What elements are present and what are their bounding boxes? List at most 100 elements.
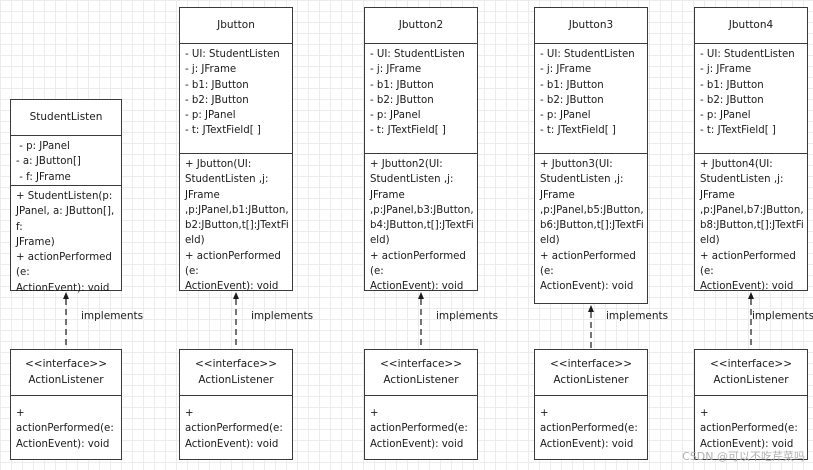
class-box-jbutton2: Jbutton2- UI: StudentListen- j: JFrame- … bbox=[364, 7, 478, 292]
attribute-line: - j: JFrame bbox=[185, 64, 237, 76]
class-box-jbutton: Jbutton- UI: StudentListen- j: JFrame- b… bbox=[179, 7, 293, 292]
implements-label: implements bbox=[752, 310, 813, 322]
interface-name: ActionListener bbox=[198, 373, 274, 386]
realization-arrowhead bbox=[418, 292, 424, 299]
interface-header: <<interface>> ActionListener bbox=[365, 350, 477, 396]
method-line: ,p:JPanel,b1:JButton, bbox=[185, 204, 289, 216]
attribute-line: - b1: JButton bbox=[370, 79, 434, 91]
class-methods: + Jbutton(UI:StudentListen ,j:JFrame,p:J… bbox=[180, 154, 292, 298]
attribute-line: - b1: JButton bbox=[540, 79, 604, 91]
interface-box-actionlistener: <<interface>> ActionListener +actionPerfor… bbox=[364, 349, 478, 460]
method-line: ,p:JPanel,b3:JButton, bbox=[370, 204, 474, 216]
interface-box-actionlistener: <<interface>> ActionListener +actionPerfor… bbox=[694, 349, 808, 460]
class-box-jbutton3: Jbutton3- UI: StudentListen- j: JFrame- … bbox=[534, 7, 648, 304]
interface-stereotype: <<interface>> bbox=[709, 358, 793, 371]
class-methods: + Jbutton4(UI:StudentListen ,j:JFrame,p:… bbox=[695, 154, 807, 298]
interface-name: ActionListener bbox=[383, 373, 459, 386]
interface-header: <<interface>> ActionListener bbox=[695, 350, 807, 396]
interface-method-line: actionPerformed(e: bbox=[540, 423, 638, 435]
interface-box-actionlistener: <<interface>>ActionListener+actionPerfor… bbox=[534, 349, 648, 460]
attribute-line: - f: JFrame bbox=[16, 171, 71, 183]
interface-box-actionlistener: <<interface>> ActionListener + actionPerfor… bbox=[179, 349, 293, 460]
method-line: StudentListen ,j: bbox=[370, 174, 454, 186]
implements-label: implements bbox=[81, 310, 144, 322]
method-line: eld) bbox=[540, 235, 560, 247]
attribute-line: - t: JTextField[ ] bbox=[700, 125, 776, 137]
attribute-line: - p: JPanel bbox=[185, 110, 236, 122]
method-line: + Jbutton(UI: bbox=[185, 159, 252, 170]
attribute-line: - UI: StudentListen bbox=[700, 49, 795, 60]
interface-methods: +actionPerformed(e:ActionEvent): void bbox=[365, 396, 477, 455]
implements-label: implements bbox=[251, 310, 314, 322]
attribute-line: - UI: StudentListen bbox=[370, 49, 465, 60]
class-methods: + Jbutton3(UI:StudentListen ,j:JFrame,p:… bbox=[535, 154, 647, 298]
implements-label: implements bbox=[606, 310, 669, 322]
method-line: JFrame bbox=[540, 189, 575, 201]
method-line: + actionPerformed(e: bbox=[16, 252, 112, 279]
method-line: + actionPerformed(e: bbox=[370, 250, 466, 278]
interface-name: ActionListener bbox=[713, 373, 789, 386]
interface-method-line: actionPerformed(e: bbox=[185, 423, 283, 435]
attribute-line: - p: JPanel bbox=[540, 110, 591, 122]
interface-header: <<interface>>ActionListener bbox=[535, 350, 647, 396]
class-methods: + Jbutton2(UI: StudentListen ,j: JFrame ,p:… bbox=[365, 154, 477, 298]
method-line: JFrame bbox=[700, 189, 735, 201]
method-line: eld) bbox=[185, 235, 205, 247]
attribute-line: - UI: StudentListen bbox=[540, 49, 635, 60]
interface-name: ActionListener bbox=[28, 373, 104, 386]
method-line: eld) bbox=[370, 235, 390, 247]
attribute-line: - j: JFrame bbox=[370, 64, 422, 76]
method-line: + Jbutton2(UI: bbox=[370, 159, 443, 170]
method-line: b4:JButton,t[]:JTextFi bbox=[370, 220, 474, 232]
class-box-jbutton4: Jbutton4- UI: StudentListen- j: JFrame- … bbox=[694, 7, 808, 292]
interface-method-line: + bbox=[370, 408, 379, 419]
attribute-line: - t: JTextField[ ] bbox=[370, 125, 446, 137]
attribute-line: - a: JButton[] bbox=[16, 156, 81, 168]
method-line: ActionEvent): void bbox=[185, 281, 279, 293]
method-line: + actionPerformed(e: bbox=[185, 250, 281, 278]
interface-methods: +actionPerformed(e:ActionEvent): void bbox=[535, 396, 647, 455]
interface-method-line: ActionEvent): void bbox=[370, 438, 464, 450]
method-line: JFrame) bbox=[16, 236, 55, 248]
class-attributes: - UI: StudentListen- j: JFrame- b1: JBut… bbox=[695, 44, 807, 154]
class-methods: + StudentListen(p:JPanel, a: JButton[], … bbox=[11, 186, 121, 299]
interface-stereotype: <<interface>> bbox=[379, 358, 463, 371]
interface-header: <<interface>> ActionListener bbox=[180, 350, 292, 396]
method-line: JFrame bbox=[370, 189, 405, 201]
class-name: Jbutton3 bbox=[535, 8, 647, 44]
interface-methods: +actionPerformed(e:ActionEvent): void bbox=[11, 396, 121, 455]
interface-stereotype: <<interface>> bbox=[24, 358, 108, 371]
interface-method-line: + bbox=[16, 408, 25, 419]
interface-methods: +actionPerformed(e:ActionEvent): void bbox=[695, 396, 807, 455]
attribute-line: - UI: StudentListen bbox=[185, 49, 280, 60]
method-line: b6:JButton,t[]:JTextFi bbox=[540, 220, 644, 232]
interface-method-line: actionPerformed(e: bbox=[16, 423, 114, 435]
attribute-line: - t: JTextField[ ] bbox=[540, 125, 616, 137]
method-line: + actionPerformed(e: bbox=[700, 250, 796, 278]
method-line: ,p:JPanel,b7:JButton, bbox=[700, 204, 804, 216]
method-line: JFrame bbox=[185, 189, 220, 201]
attribute-line: - b1: JButton bbox=[185, 79, 249, 91]
realization-arrowhead bbox=[63, 292, 69, 299]
method-line: eld) bbox=[700, 235, 720, 247]
attribute-line: - p: JPanel bbox=[700, 110, 751, 122]
interface-methods: + actionPerformed(e: ActionEvent): void bbox=[180, 396, 292, 455]
interface-stereotype: <<interface>> bbox=[194, 358, 278, 371]
attribute-line: - b1: JButton bbox=[700, 79, 764, 91]
csdn-watermark: CSDN @可以不吃芹菜吗 bbox=[682, 450, 805, 463]
attribute-line: - b2: JButton bbox=[185, 94, 249, 106]
interface-method-line: + bbox=[185, 408, 194, 419]
interface-header: <<interface>> ActionListener bbox=[11, 350, 121, 396]
class-box-studentlisten: StudentListen - p: JPanel- a: JButton[] … bbox=[10, 99, 122, 294]
method-line: ,p:JPanel,b5:JButton, bbox=[540, 204, 644, 216]
attribute-line: - p: JPanel bbox=[16, 141, 70, 152]
method-line: JPanel, a: JButton[], f: bbox=[16, 206, 118, 233]
class-name: Jbutton4 bbox=[695, 8, 807, 44]
class-attributes: - UI: StudentListen- j: JFrame- b1: JBut… bbox=[535, 44, 647, 154]
attribute-line: - p: JPanel bbox=[370, 110, 421, 122]
method-line: ActionEvent): void bbox=[700, 281, 794, 293]
method-line: StudentListen ,j: bbox=[700, 174, 784, 186]
method-line: b2:JButton,t[]:JTextFi bbox=[185, 220, 289, 232]
interface-method-line: ActionEvent): void bbox=[185, 438, 279, 450]
